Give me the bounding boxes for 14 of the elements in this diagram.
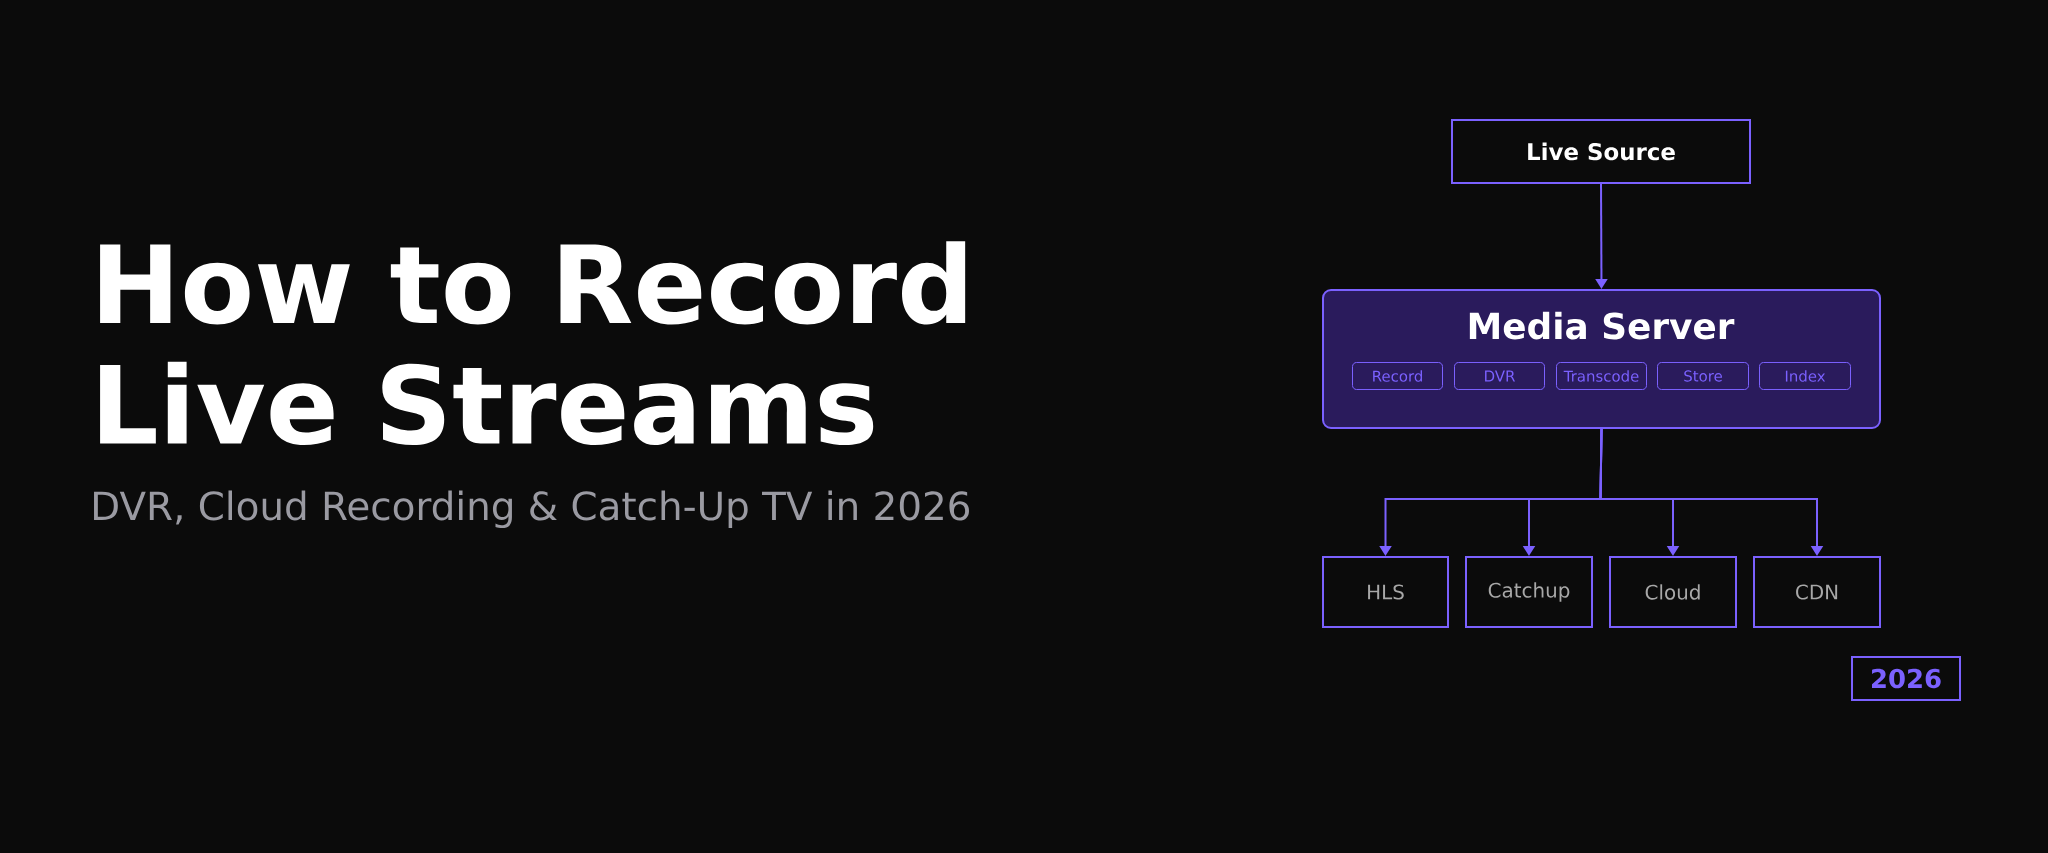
output-box: CDN bbox=[1753, 556, 1881, 628]
output-box: HLS bbox=[1322, 556, 1449, 628]
title: How to Record Live Streams bbox=[100, 241, 966, 446]
year-box: 2026 bbox=[1851, 656, 1961, 701]
subtitle: DVR, Cloud Recording & Catch-Up TV in 2026 bbox=[94, 490, 969, 529]
feature-chip: DVR bbox=[1454, 362, 1545, 390]
feature-chip: Transcode bbox=[1556, 362, 1647, 390]
feature-chip: Index bbox=[1759, 362, 1851, 390]
feature-chip: Record bbox=[1352, 362, 1443, 390]
output-box: Catchup bbox=[1465, 556, 1593, 628]
source-box: Live Source bbox=[1451, 119, 1751, 184]
output-box: Cloud bbox=[1609, 556, 1737, 628]
feature-chip: Store bbox=[1657, 362, 1749, 390]
arrow bbox=[1599, 428, 1824, 556]
